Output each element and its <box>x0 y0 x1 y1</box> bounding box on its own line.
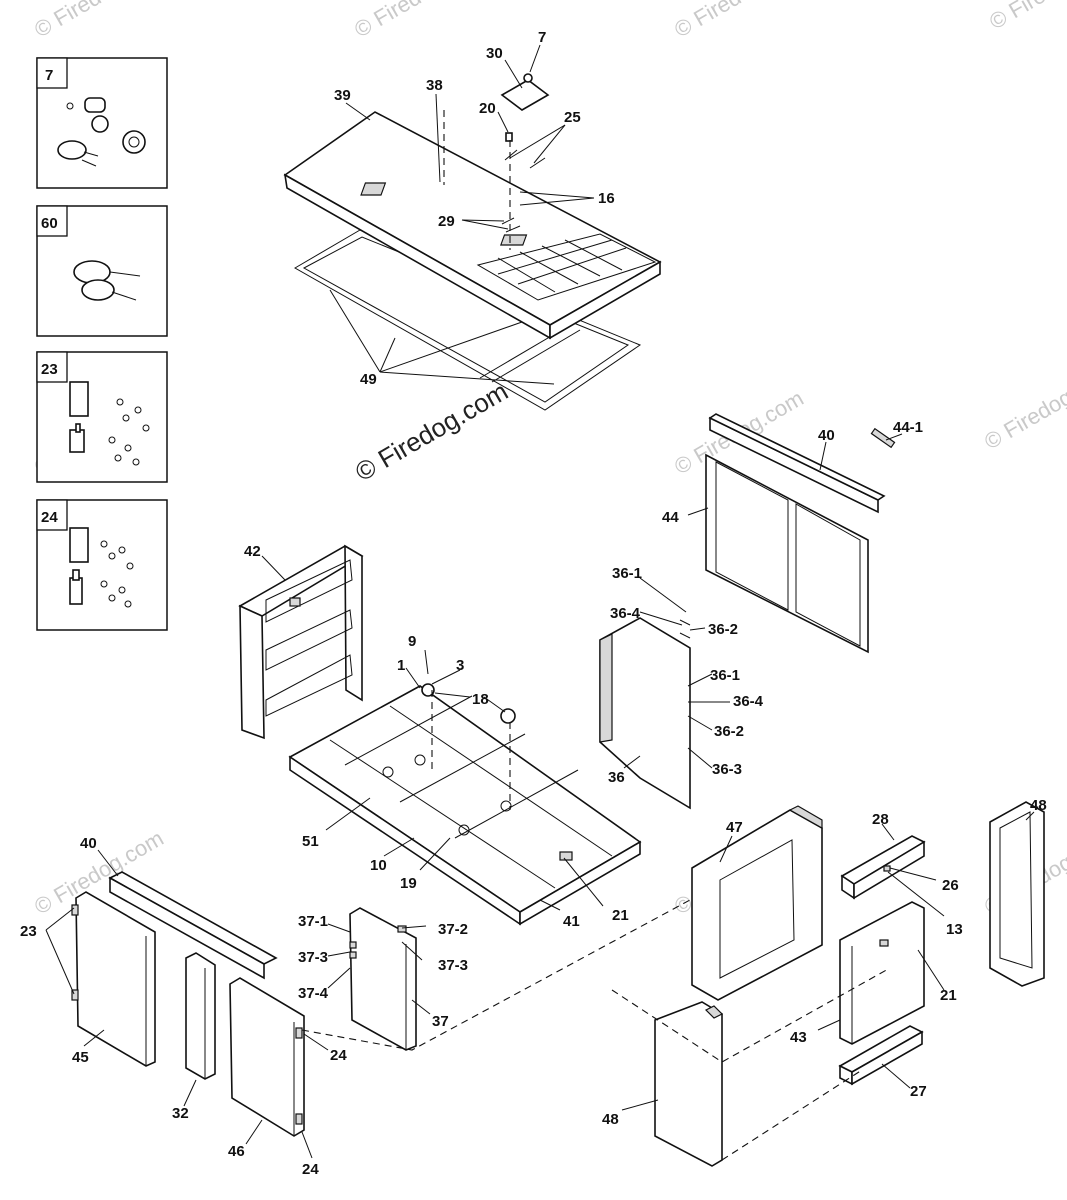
callout-25: 25 <box>564 109 581 126</box>
keypad-grid <box>476 233 657 301</box>
callout-40: 40 <box>818 427 835 444</box>
base-frame <box>288 683 642 926</box>
post-32 <box>185 952 216 1080</box>
callout-37-3: 37-3 <box>298 949 328 966</box>
callout-10: 10 <box>370 857 387 874</box>
inset-box-hinge-24: 24 <box>36 499 168 631</box>
top-cover-panel <box>283 111 662 411</box>
door-46 <box>229 977 305 1137</box>
callout-27: 27 <box>910 1083 927 1100</box>
corner-post-48 <box>654 1001 724 1167</box>
callout-1: 1 <box>397 657 405 674</box>
door-45 <box>71 891 156 1067</box>
front-frame-47 <box>691 805 823 1001</box>
callout-41: 41 <box>563 913 580 930</box>
watermark: © Firedog.com <box>350 0 488 42</box>
panel-37 <box>349 907 417 1051</box>
callout-23: 23 <box>20 923 37 940</box>
watermark: © Firedog.com <box>670 0 808 42</box>
hinge-icon <box>69 527 134 608</box>
inset-box-keys: 60 <box>36 205 168 337</box>
callout-32: 32 <box>172 1105 189 1122</box>
rail-27 <box>838 1025 924 1086</box>
callout-47: 47 <box>726 819 743 836</box>
callout-36-4b: 36-4 <box>733 693 764 710</box>
watermark-center: © Firedog.com <box>350 376 513 487</box>
assembly-lines <box>301 899 891 1161</box>
callout-18: 18 <box>472 691 489 708</box>
callout-labels: 30 7 39 38 20 25 16 29 49 40 44-1 44 42 … <box>20 29 1047 1178</box>
rail-28 <box>840 835 926 900</box>
callout-21b: 21 <box>940 987 957 1004</box>
hinge-icon <box>69 381 150 466</box>
side-shelf-rack <box>238 544 364 740</box>
callout-44-1: 44-1 <box>893 419 923 436</box>
callout-48b: 48 <box>602 1111 619 1128</box>
side-frame-48 <box>989 801 1045 987</box>
callout-37-4: 37-4 <box>298 985 329 1002</box>
leader-lines <box>45 44 1035 1159</box>
callout-46: 46 <box>228 1143 245 1160</box>
watermark: © Firedog.com <box>985 0 1067 34</box>
small-hardware-top <box>443 73 550 250</box>
callout-38: 38 <box>426 77 443 94</box>
callout-30: 30 <box>486 45 503 62</box>
callout-36-4: 36-4 <box>610 605 641 622</box>
callout-37: 37 <box>432 1013 449 1030</box>
callout-36-1: 36-1 <box>612 565 642 582</box>
callout-44: 44 <box>662 509 679 526</box>
lock-cylinder-icon <box>57 97 146 167</box>
rear-door-assembly <box>705 413 896 654</box>
callout-37-1: 37-1 <box>298 913 328 930</box>
callout-24: 24 <box>330 1047 347 1064</box>
inset-box-lock: 7 <box>36 57 168 189</box>
front-rail-40 <box>108 871 278 980</box>
side-panel-36 <box>599 617 691 810</box>
callout-45: 45 <box>72 1049 89 1066</box>
inset-box-hinge-23: 23 <box>36 351 168 483</box>
callout-36-2: 36-2 <box>708 621 738 638</box>
callout-24b: 24 <box>302 1161 319 1178</box>
callout-42: 42 <box>244 543 261 560</box>
callout-20: 20 <box>479 100 496 117</box>
callout-13: 13 <box>946 921 963 938</box>
callout-48: 48 <box>1030 797 1047 814</box>
callout-36-3: 36-3 <box>712 761 742 778</box>
inset-box-label: 23 <box>41 361 58 378</box>
callout-19: 19 <box>400 875 417 892</box>
inset-box-label: 24 <box>41 509 58 526</box>
callout-36: 36 <box>608 769 625 786</box>
callout-39: 39 <box>334 87 351 104</box>
callout-9: 9 <box>408 633 416 650</box>
callout-36-2b: 36-2 <box>714 723 744 740</box>
callout-40b: 40 <box>80 835 97 852</box>
watermark: © Firedog.com <box>980 360 1067 454</box>
callout-29: 29 <box>438 213 455 230</box>
callout-3: 3 <box>456 657 464 674</box>
callout-7: 7 <box>538 29 546 46</box>
watermark: © Firedog.com <box>30 0 168 42</box>
callout-28: 28 <box>872 811 889 828</box>
callout-43: 43 <box>790 1029 807 1046</box>
callout-26: 26 <box>942 877 959 894</box>
callout-51: 51 <box>302 833 319 850</box>
callout-21: 21 <box>612 907 629 924</box>
callout-36-1b: 36-1 <box>710 667 740 684</box>
key-icon <box>73 260 141 301</box>
callout-49: 49 <box>360 371 377 388</box>
callout-37-2: 37-2 <box>438 921 468 938</box>
inset-box-label: 7 <box>45 67 53 84</box>
callout-16: 16 <box>598 190 615 207</box>
callout-37-3b: 37-3 <box>438 957 468 974</box>
inset-box-label: 60 <box>41 215 58 232</box>
